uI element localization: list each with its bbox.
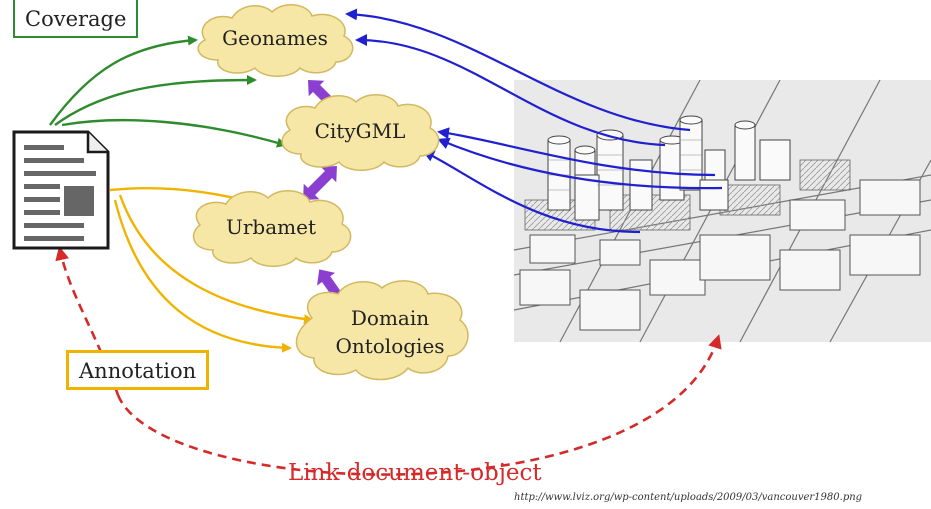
object-link-2 [355,34,666,147]
citygml-label: CityGML [314,119,406,143]
link-document-object-label: Link document-object [288,460,542,486]
annotation-label: Annotation [66,350,210,390]
object-link-1 [345,8,691,132]
geonames-label: Geonames [222,26,328,50]
document-object-link [116,334,722,476]
city-sketch-image [513,79,931,343]
object-link-4 [437,137,723,190]
domain-label-line2: Ontologies [335,334,445,358]
coverage-label: Coverage [13,0,139,38]
geonames-cloud [197,4,354,77]
coverage-arrow-3 [61,118,287,148]
domain-label-line1: Domain [350,306,430,330]
urbamet-label: Urbamet [226,215,316,239]
annotation-arrow-2 [118,194,314,324]
coverage-arrow-2 [54,75,257,126]
annotation-arrow-3 [113,199,292,353]
source-url: http://www.lviz.org/wp-content/uploads/2… [514,492,863,503]
domain-ontologies-cloud [295,280,469,381]
document-icon [12,130,110,250]
citygml-cloud [281,94,440,171]
citygml-urbamet-link [303,166,337,200]
object-link-5 [422,150,641,234]
object-link-3 [437,127,716,177]
coverage-arrow-1 [49,35,198,126]
urbamet-cloud [192,190,352,267]
